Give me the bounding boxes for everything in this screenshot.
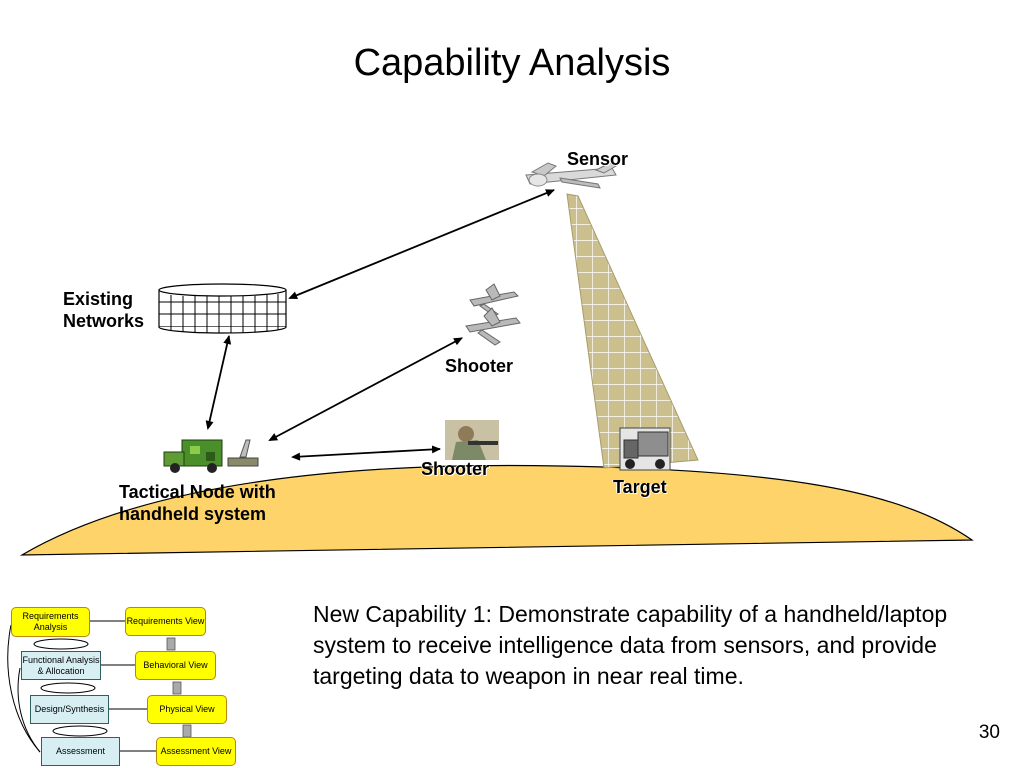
capability-scene <box>19 161 974 556</box>
shooter-ground-label: Shooter <box>421 459 490 479</box>
sensor-label: Sensor <box>567 149 629 169</box>
arrow-network-sensor <box>288 189 555 300</box>
slide-title: Capability Analysis <box>353 42 671 84</box>
process-box-left: Design/Synthesis <box>30 695 109 724</box>
network-cylinder-icon <box>158 283 287 334</box>
page-number: 30 <box>978 722 1000 743</box>
process-box-left: Requirements Analysis <box>11 607 90 637</box>
target-label: Target <box>613 477 667 497</box>
fighter-jets-icon <box>465 283 521 346</box>
process-box-right: Requirements View <box>125 607 206 636</box>
tactical-vehicle-icon <box>163 439 259 473</box>
soldier-icon <box>445 420 499 460</box>
tactical-node-label: Tactical Node with handheld system <box>119 482 276 524</box>
process-box-right: Behavioral View <box>135 651 216 680</box>
terrain-hill <box>19 464 974 556</box>
process-box-right: Assessment View <box>156 737 236 766</box>
uav-icon <box>525 161 617 189</box>
process-box-right: Physical View <box>147 695 227 724</box>
arrow-node-shooter-air <box>268 337 463 441</box>
process-connectors <box>7 620 192 753</box>
sensor-beam <box>566 193 699 469</box>
process-box-left: Assessment <box>41 737 120 766</box>
capability-caption: New Capability 1: Demonstrate capability… <box>313 601 948 689</box>
target-truck-icon <box>619 427 671 471</box>
existing-networks-label: Existing Networks <box>63 289 145 331</box>
arrow-node-network <box>205 335 232 430</box>
arrow-node-shooter-ground <box>291 445 441 461</box>
process-box-left: Functional Analysis & Allocation <box>21 651 101 680</box>
shooter-air-label: Shooter <box>445 356 514 376</box>
